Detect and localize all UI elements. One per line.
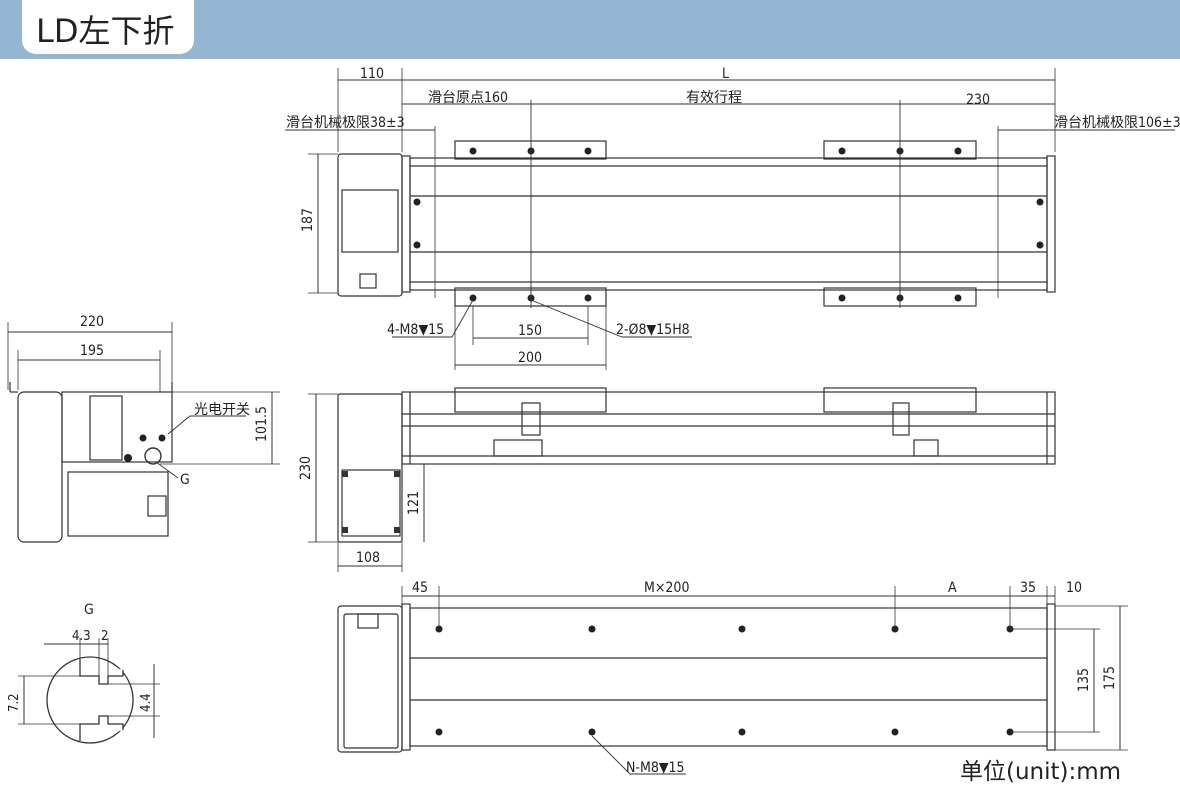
dim-121: 121 — [406, 491, 422, 515]
top-motor-body — [341, 189, 399, 253]
dim-2: 2 — [101, 629, 108, 644]
title-tab — [22, 0, 194, 54]
holes-4-label: 4-M8▼15 — [387, 322, 444, 338]
dim-195: 195 — [80, 343, 104, 359]
carriage-1-top — [454, 140, 607, 160]
dim-135: 135 — [1076, 668, 1092, 692]
front-body — [401, 391, 1056, 465]
limit-right-label: 滑台机械极限106±3 — [1054, 114, 1180, 131]
stroke-label: 有效行程 — [686, 90, 742, 106]
limit-left-label: 滑台机械极限38±3 — [286, 114, 405, 131]
top-body — [409, 157, 1048, 291]
sensor-label: 光电开关 — [194, 402, 250, 418]
dim-35: 35 — [1020, 580, 1036, 596]
header-banner — [0, 0, 1180, 59]
g-marker-label: G — [180, 472, 190, 488]
left-end-plate — [401, 155, 411, 293]
front-carriage-1 — [454, 387, 607, 413]
carriage-1-bottom — [454, 287, 607, 307]
unit-label: 单位(unit):mm — [960, 759, 1122, 785]
dim-108: 108 — [356, 550, 380, 566]
front-view — [308, 387, 1056, 572]
side-lower-block — [67, 471, 169, 537]
top-view — [285, 68, 1175, 370]
dim-7-2: 7.2 — [7, 693, 22, 712]
dim-4-4: 4.4 — [139, 693, 154, 712]
top-motor-connector — [359, 273, 377, 289]
dim-230-top: 230 — [966, 92, 990, 108]
front-motor — [337, 393, 403, 543]
origin-label: 滑台原点160 — [428, 89, 508, 106]
bottom-body — [409, 607, 1048, 747]
front-motor-flange — [341, 469, 401, 537]
page-title: LD左下折 — [36, 12, 175, 50]
dim-m200: M×200 — [644, 580, 689, 596]
dim-150: 150 — [518, 323, 542, 339]
g-detail-title: G — [84, 602, 94, 618]
dim-A: A — [948, 580, 957, 596]
g-detail-view — [18, 638, 160, 744]
top-motor — [337, 153, 403, 297]
right-end-plate — [1046, 155, 1056, 293]
side-motor — [17, 391, 63, 543]
side-view — [7, 322, 280, 543]
dim-187: 187 — [300, 208, 316, 232]
dim-110: 110 — [360, 66, 384, 82]
dim-10: 10 — [1066, 580, 1082, 596]
g-profile-outline — [46, 656, 134, 744]
dim-4-3: 4.3 — [72, 629, 91, 644]
dim-220: 220 — [80, 314, 104, 330]
dim-L: L — [722, 66, 729, 82]
dim-45: 45 — [412, 580, 428, 596]
bottom-view — [337, 586, 1128, 775]
dim-200: 200 — [518, 350, 542, 366]
dim-230-front: 230 — [298, 456, 314, 480]
front-carriage-2 — [823, 387, 977, 413]
dim-101-5: 101.5 — [254, 406, 270, 442]
n-holes-label: N-M8▼15 — [626, 760, 685, 776]
dim-175: 175 — [1102, 666, 1118, 690]
side-body — [61, 391, 173, 463]
pin-label: 2-Ø8▼15H8 — [616, 322, 690, 338]
